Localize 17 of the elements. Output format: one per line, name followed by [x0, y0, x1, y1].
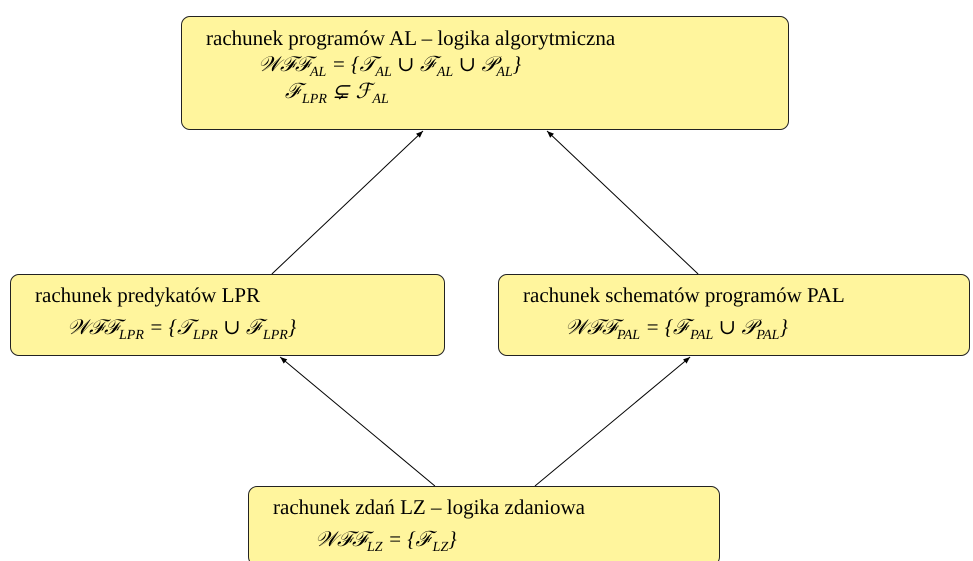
arrow [280, 356, 436, 486]
box-title: rachunek predykatów LPR [35, 283, 260, 307]
arrow [271, 130, 424, 274]
arrow [534, 356, 691, 486]
box-title: rachunek programów AL – logika algorytmiczna [206, 26, 616, 50]
formula: 𝒲ℱℱ$_{LZ}$ = {ℱ$_{LZ}$} [315, 527, 457, 558]
formula: 𝒲ℱℱ$_{AL}$ = {𝒯$_{AL}$ ∪ ℱ$_{AL}$ ∪ 𝒫$_{AL}$} [258, 52, 522, 82]
rounded-box [181, 16, 789, 130]
formula: 𝒲ℱℱ$_{PAL}$ = {ℱ$_{PAL}$ ∪ 𝒫$_{PAL}$} [565, 315, 788, 346]
rounded-box [10, 274, 445, 356]
arrow [546, 130, 699, 274]
box-title: rachunek schematów programów PAL [523, 283, 845, 307]
formula: 𝒲ℱℱ$_{LPR}$ = {𝒯$_{LPR}$ ∪ ℱ$_{LPR}$} [67, 315, 296, 346]
box-title: rachunek zdań LZ – logika zdaniowa [273, 495, 585, 519]
rounded-box [248, 486, 720, 561]
rounded-box [498, 274, 970, 356]
formula: ℱ$_{LPR}$ ⊊ ℱ$_{AL}$ [285, 79, 389, 110]
